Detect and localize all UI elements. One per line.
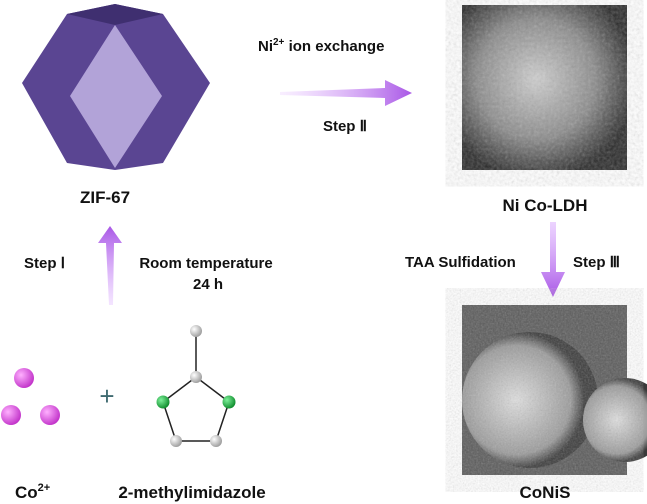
step3-label: Step Ⅲ bbox=[573, 254, 620, 271]
ligand-label: 2-methylimidazole bbox=[118, 483, 265, 502]
conis-label: CoNiS bbox=[520, 483, 571, 502]
nico-ldh-sem-image bbox=[462, 5, 627, 170]
methylimidazole-molecule-icon bbox=[156, 325, 236, 447]
co-ion-label: Co2+ bbox=[15, 482, 50, 502]
ion-exchange-label: Ni2+ ion exchange bbox=[258, 37, 384, 55]
up-arrow-icon bbox=[98, 226, 122, 305]
nico-ldh-label: Ni Co-LDH bbox=[503, 196, 588, 215]
step2-label: Step Ⅱ bbox=[323, 118, 367, 135]
taa-sulfidation-label: TAA Sulfidation bbox=[405, 254, 516, 271]
conis-sem-image bbox=[462, 305, 647, 475]
right-arrow-icon bbox=[280, 80, 412, 106]
zif67-label: ZIF-67 bbox=[80, 188, 130, 207]
step1-label: Step Ⅰ bbox=[24, 255, 65, 272]
co-ions-icon bbox=[1, 368, 60, 425]
time-label: 24 h bbox=[193, 276, 223, 293]
room-temperature-label: Room temperature bbox=[139, 255, 272, 272]
plus-sign: + bbox=[99, 381, 114, 411]
zif67-polyhedron-icon bbox=[22, 4, 210, 170]
down-arrow-icon bbox=[541, 222, 565, 297]
